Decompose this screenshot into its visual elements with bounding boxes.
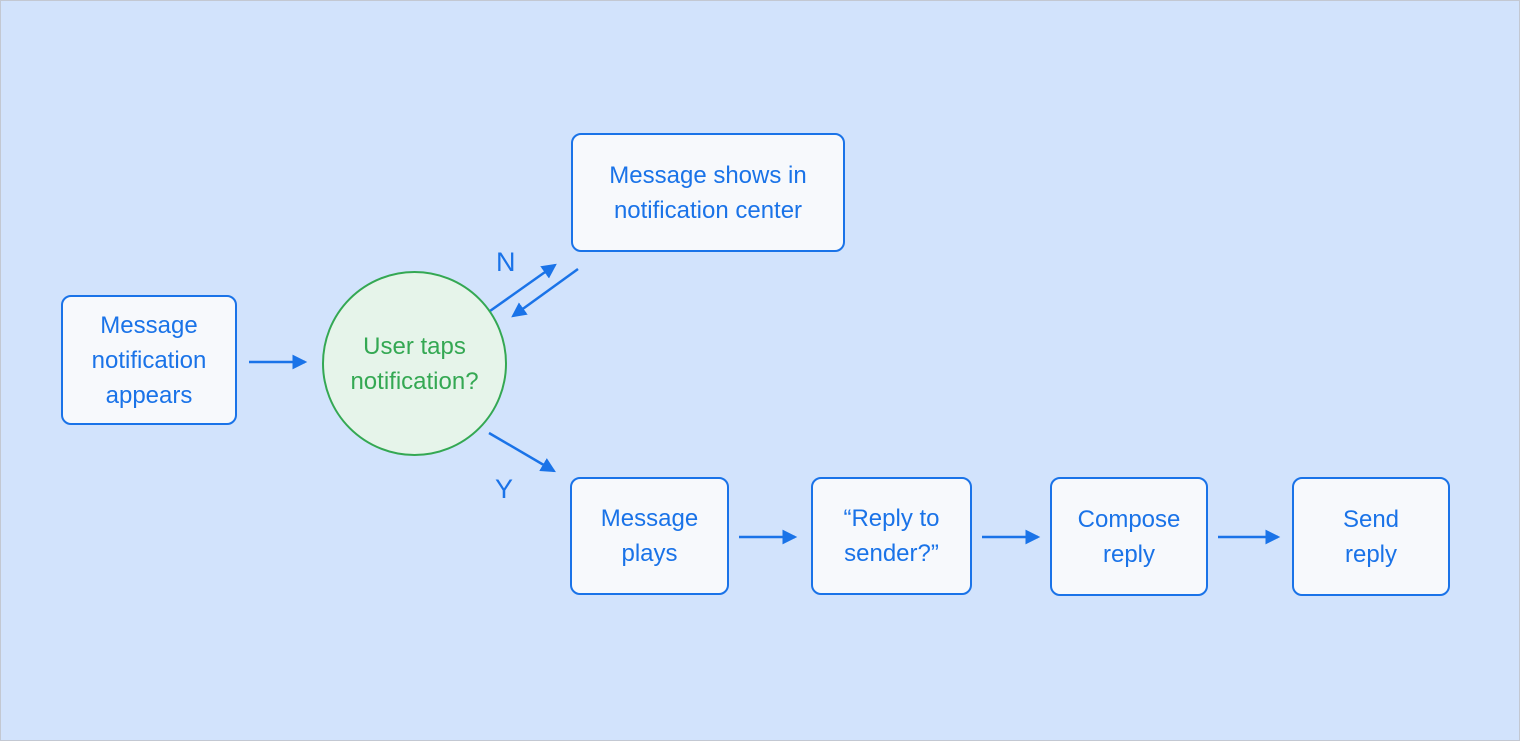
- node-label: “Reply to sender?”: [843, 505, 940, 567]
- node-message-plays[interactable]: Message plays: [570, 477, 729, 595]
- arrow-decision-to-message-plays: [488, 431, 556, 473]
- node-user-taps-notification-decision[interactable]: User taps notification?: [322, 271, 507, 456]
- arrow-notification-center-to-decision: [511, 267, 579, 318]
- node-message-notification-appears[interactable]: Message notification appears: [61, 295, 237, 425]
- node-label: Send reply: [1342, 505, 1400, 568]
- node-compose-reply[interactable]: Compose reply: [1050, 477, 1208, 596]
- node-label: User taps notification?: [350, 332, 479, 395]
- node-reply-to-sender[interactable]: “Reply to sender?”: [811, 477, 972, 595]
- node-label: Message notification appears: [91, 311, 207, 409]
- node-label: Message plays: [600, 505, 699, 567]
- node-label: Message shows in notification center: [609, 161, 807, 224]
- node-message-shows-in-notification-center[interactable]: Message shows in notification center: [571, 133, 845, 252]
- node-send-reply[interactable]: Send reply: [1292, 477, 1450, 596]
- branch-label-no: N: [496, 247, 516, 277]
- node-label: Compose reply: [1077, 505, 1181, 568]
- branch-label-yes: Y: [495, 474, 514, 504]
